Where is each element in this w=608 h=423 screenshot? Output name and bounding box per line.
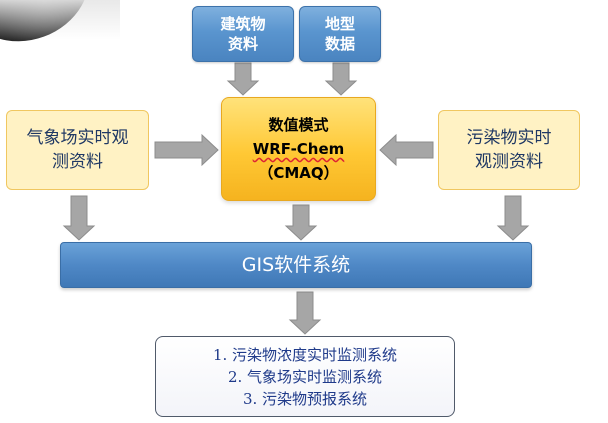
arrow-terrain-to-model bbox=[324, 62, 358, 96]
numerical-model-node: 数值模式 WRF-Chem （CMAQ） bbox=[221, 97, 376, 201]
gis-system-bar: GIS软件系统 bbox=[60, 242, 532, 288]
pollutant-line-2: 观测资料 bbox=[475, 152, 543, 172]
gis-label: GIS软件系统 bbox=[241, 254, 351, 276]
output-item-1: 1. 污染物浓度实时监测系统 bbox=[212, 345, 398, 364]
meteo-observation-node: 气象场实时观 测资料 bbox=[6, 110, 149, 190]
building-line-1: 建筑物 bbox=[220, 15, 266, 33]
arrow-pollutant-to-gis bbox=[496, 195, 530, 241]
terrain-line-1: 地型 bbox=[324, 15, 355, 33]
model-line-3: （CMAQ） bbox=[258, 164, 339, 182]
arrow-meteo-to-gis bbox=[62, 195, 96, 241]
corner-gradient bbox=[0, 0, 120, 40]
terrain-line-2: 数据 bbox=[324, 35, 355, 53]
output-systems-box: 1. 污染物浓度实时监测系统 2. 气象场实时监测系统 3. 污染物预报系统 bbox=[155, 336, 455, 417]
output-item-3: 3. 污染物预报系统 bbox=[242, 389, 368, 408]
arrow-pollutant-to-model bbox=[379, 133, 434, 167]
pollutant-line-1: 污染物实时 bbox=[466, 128, 552, 148]
arrow-model-to-gis bbox=[284, 204, 318, 241]
arrow-meteo-to-model bbox=[154, 133, 219, 167]
meteo-line-1: 气象场实时观 bbox=[26, 128, 129, 148]
model-line-2: WRF-Chem bbox=[252, 140, 345, 158]
terrain-data-node: 地型 数据 bbox=[299, 6, 381, 62]
arrow-building-to-model bbox=[226, 62, 260, 96]
pollutant-observation-node: 污染物实时 观测资料 bbox=[438, 110, 580, 190]
model-line-1: 数值模式 bbox=[268, 116, 329, 134]
arrow-gis-to-outputs bbox=[288, 291, 322, 335]
building-data-node: 建筑物 资料 bbox=[192, 6, 294, 62]
building-line-2: 资料 bbox=[227, 35, 258, 53]
output-item-2: 2. 气象场实时监测系统 bbox=[227, 367, 383, 386]
meteo-line-2: 测资料 bbox=[52, 152, 103, 172]
